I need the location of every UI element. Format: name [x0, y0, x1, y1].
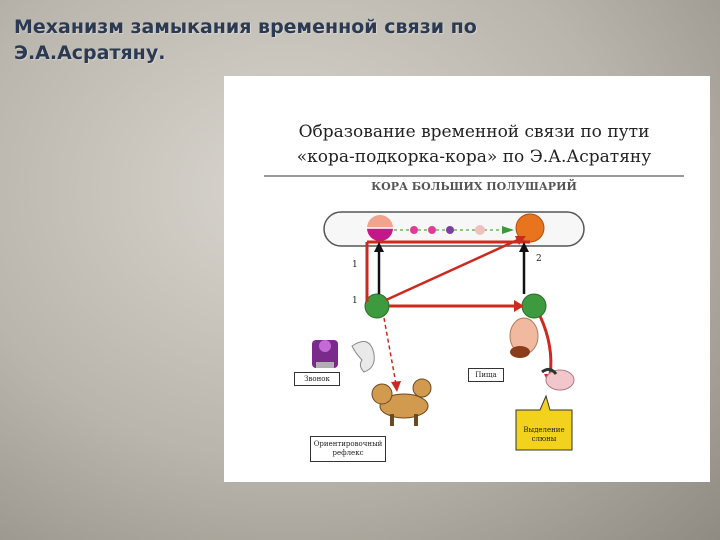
path-number-left-lower: 1: [352, 296, 358, 306]
figure-title: Образование временной связи по пути «кор…: [254, 120, 694, 170]
path-number-left-upper: 1: [352, 260, 358, 270]
diagram-canvas: [264, 175, 684, 451]
right-subcortex-node: [521, 293, 547, 319]
intracortical-chain: [394, 225, 514, 235]
food-icon: [509, 317, 539, 358]
dog-icon: [371, 378, 432, 426]
right-black-arrow: [519, 242, 529, 252]
diagonal-red-arrow: [515, 236, 526, 245]
ear-icon: [351, 341, 375, 373]
bell-icon: [312, 340, 338, 368]
slide-title-line1: Механизм замыкания временной связи по: [14, 16, 477, 38]
orienting-reflex-box: Ориентировочный рефлекс: [310, 436, 386, 462]
left-subcortex-node: [364, 293, 390, 319]
orienting-efferent-arrow: [391, 381, 401, 392]
food-box: Пища: [468, 368, 504, 382]
orienting-efferent: [383, 317, 397, 385]
salivation-efferent: [538, 315, 553, 377]
cortex-label: КОРА БОЛЬШИХ ПОЛУШАРИЙ: [371, 180, 577, 193]
left-black-arrow: [374, 242, 384, 252]
slide-title: Механизм замыкания временной связи по Э.…: [14, 14, 574, 66]
asratyan-diagram: Образование временной связи по пути «кор…: [224, 76, 710, 482]
salivation-box: Выделение слюны: [523, 426, 565, 443]
salivary-gland-icon: [541, 367, 575, 391]
left-cortex-node: [367, 215, 393, 241]
salivation-callout: [515, 394, 573, 451]
slide-title-line2: Э.А.Асратяну.: [14, 42, 166, 64]
diagonal-red-path: [385, 236, 523, 302]
subcortex-link-arrow: [514, 300, 524, 312]
bell-box: Звонок: [294, 372, 340, 386]
path-number-right-upper: 2: [536, 254, 542, 264]
figure-title-line2: «кора-подкорка-кора» по Э.А.Асратяну: [296, 147, 652, 167]
figure-title-line1: Образование временной связи по пути: [298, 122, 650, 142]
